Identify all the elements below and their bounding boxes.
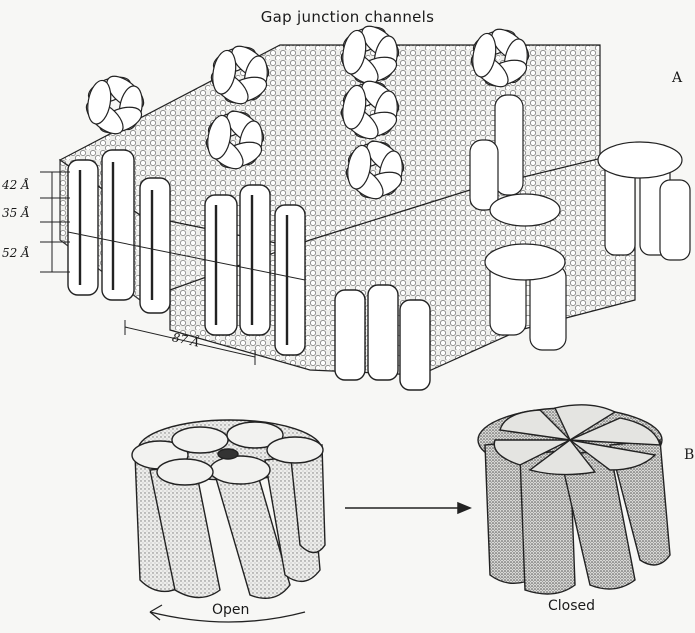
dimension-lower-membrane: 52 Å <box>2 246 30 260</box>
connexon-closed <box>478 405 670 594</box>
diagram-title: Gap junction channels <box>0 8 695 26</box>
dimension-upper-membrane: 42 Å <box>2 178 30 192</box>
transition-arrow <box>345 503 470 513</box>
label-open: Open <box>212 602 249 618</box>
label-closed: Closed <box>548 598 595 614</box>
dimension-gap: 35 Å <box>2 206 30 220</box>
panel-label-a: A <box>672 70 682 86</box>
connexon-open <box>132 420 325 598</box>
panel-label-b: B <box>684 447 694 463</box>
